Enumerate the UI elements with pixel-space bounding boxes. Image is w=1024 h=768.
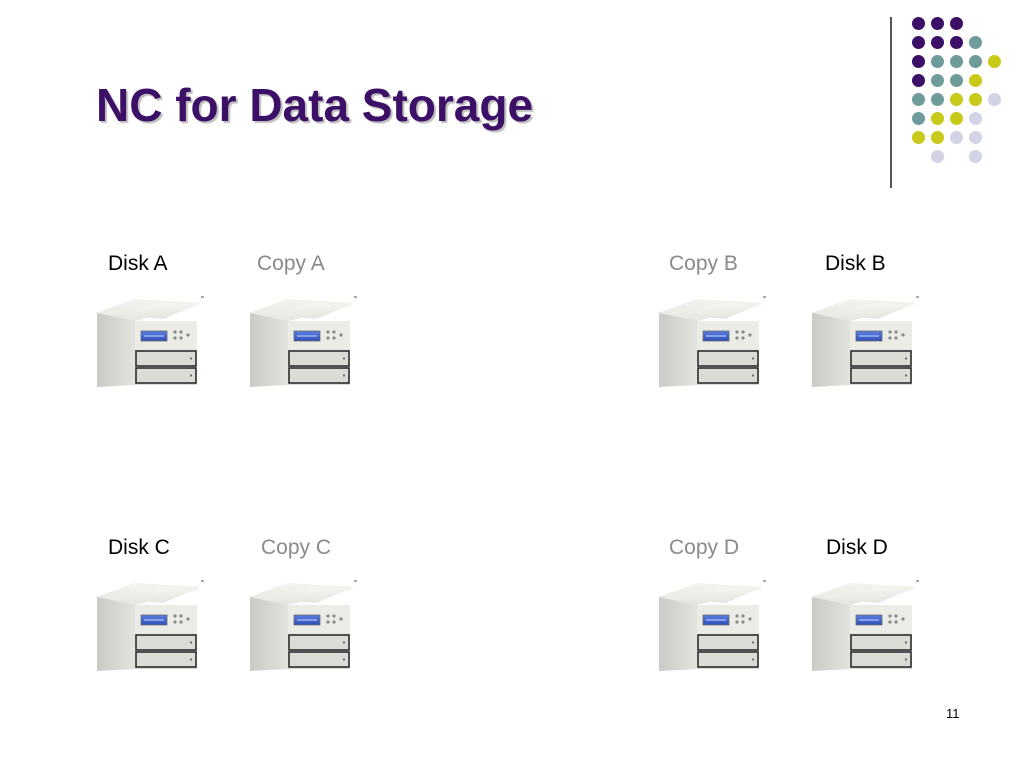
page-number: 11 xyxy=(946,706,960,721)
title-divider-line xyxy=(890,17,892,188)
decoration-dot xyxy=(912,131,925,144)
slide-title: NC for Data Storage xyxy=(96,79,534,131)
decoration-dot xyxy=(988,93,1001,106)
copy-d-label: Copy D xyxy=(669,536,740,559)
decoration-dot xyxy=(988,55,1001,68)
copy-b-drive-icon xyxy=(657,295,767,390)
decoration-dot xyxy=(950,17,963,30)
decoration-dot xyxy=(931,93,944,106)
disk-b-label: Disk B xyxy=(825,252,886,275)
disk-d-drive-icon xyxy=(810,579,920,674)
decoration-dot xyxy=(912,74,925,87)
decoration-dot xyxy=(912,17,925,30)
decoration-dot xyxy=(969,112,982,125)
copy-c-label: Copy C xyxy=(261,536,332,559)
disk-d-label: Disk D xyxy=(826,536,888,559)
decoration-dot xyxy=(931,55,944,68)
disk-c-drive-icon xyxy=(95,579,205,674)
decoration-dot xyxy=(931,17,944,30)
decoration-dot xyxy=(950,55,963,68)
decoration-dot xyxy=(969,74,982,87)
decoration-dot xyxy=(950,131,963,144)
decoration-dot xyxy=(969,36,982,49)
decoration-dot xyxy=(912,36,925,49)
disk-a-drive-icon xyxy=(95,295,205,390)
decoration-dot xyxy=(931,150,944,163)
disk-c-label: Disk C xyxy=(108,536,170,559)
copy-a-drive-icon xyxy=(248,295,358,390)
decoration-dot xyxy=(950,112,963,125)
decoration-dot xyxy=(931,74,944,87)
decoration-dot xyxy=(969,93,982,106)
decoration-dot xyxy=(969,150,982,163)
copy-c-drive-icon xyxy=(248,579,358,674)
decoration-dot xyxy=(931,112,944,125)
copy-b-label: Copy B xyxy=(669,252,738,275)
decoration-dot xyxy=(912,112,925,125)
decoration-dot xyxy=(912,93,925,106)
decoration-dot xyxy=(950,36,963,49)
decoration-dot xyxy=(931,36,944,49)
decoration-dot xyxy=(969,131,982,144)
decoration-dot xyxy=(950,74,963,87)
copy-d-drive-icon xyxy=(657,579,767,674)
disk-a-label: Disk A xyxy=(108,252,168,275)
decoration-dot xyxy=(950,93,963,106)
disk-b-drive-icon xyxy=(810,295,920,390)
decoration-dot xyxy=(969,55,982,68)
decoration-dot xyxy=(931,131,944,144)
copy-a-label: Copy A xyxy=(257,252,325,275)
decoration-dot xyxy=(912,55,925,68)
